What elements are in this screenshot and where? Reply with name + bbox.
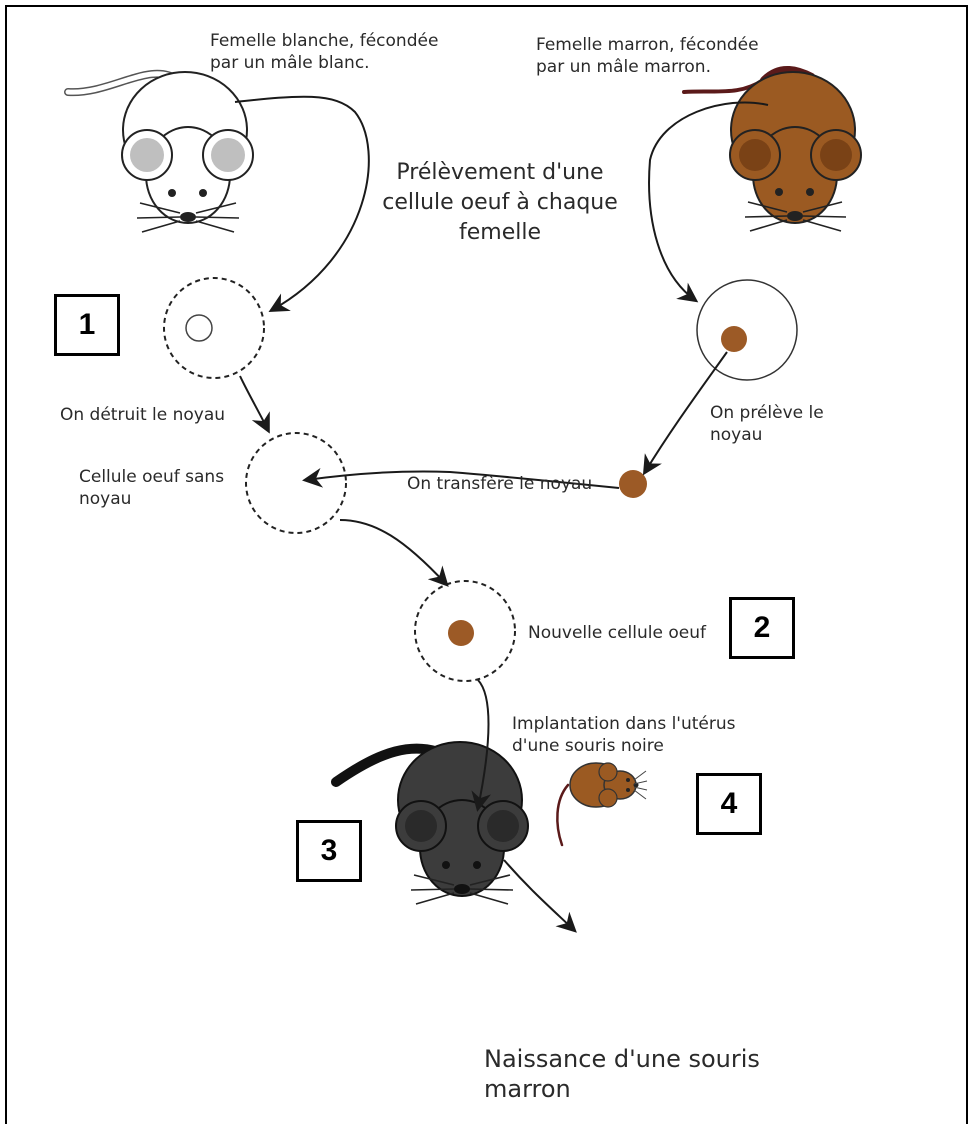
step-number-2: 2 xyxy=(729,597,795,659)
brown-female-mouse xyxy=(684,69,861,231)
label-female-white-line1: Femelle blanche, fécondée xyxy=(210,30,438,52)
white-egg-nucleus xyxy=(186,315,212,341)
brown-egg-cell xyxy=(697,280,797,380)
arrow-destroy-nucleus xyxy=(240,376,268,430)
label-new-cell: Nouvelle cellule oeuf xyxy=(528,622,706,644)
label-sampling-line2: cellule oeuf à chaque xyxy=(350,188,650,218)
label-birth-line1: Naissance d'une souris xyxy=(484,1044,760,1074)
white-egg-cell xyxy=(164,278,264,378)
step-number-1: 1 xyxy=(54,294,120,356)
label-sampling-line1: Prélèvement d'une xyxy=(350,158,650,188)
label-enucleated-cell-line2: noyau xyxy=(79,488,224,510)
baby-brown-mouse xyxy=(557,763,647,845)
label-transfer-nucleus: On transfère le noyau xyxy=(407,473,592,495)
label-female-white: Femelle blanche, fécondée par un mâle bl… xyxy=(210,30,438,74)
label-enucleated-cell-line1: Cellule oeuf sans xyxy=(79,466,224,488)
label-birth: Naissance d'une souris marron xyxy=(484,1044,760,1104)
white-female-mouse xyxy=(68,72,253,232)
label-destroy-nucleus: On détruit le noyau xyxy=(60,404,225,426)
black-surrogate-mouse xyxy=(336,742,528,904)
label-female-brown-line1: Femelle marron, fécondée xyxy=(536,34,759,56)
label-extract-nucleus-line2: noyau xyxy=(710,424,824,446)
label-implantation-line2: d'une souris noire xyxy=(512,735,736,757)
label-female-brown-line2: par un mâle marron. xyxy=(536,56,759,78)
label-female-white-line2: par un mâle blanc. xyxy=(210,52,438,74)
arrow-to-new-cell xyxy=(340,520,446,584)
step-number-3: 3 xyxy=(296,820,362,882)
label-extract-nucleus-line1: On prélève le xyxy=(710,402,824,424)
extracted-nucleus xyxy=(619,470,647,498)
arrow-birth xyxy=(504,860,574,930)
enucleated-egg-cell xyxy=(246,433,346,533)
brown-egg-nucleus xyxy=(721,326,747,352)
label-birth-line2: marron xyxy=(484,1074,760,1104)
new-egg-nucleus xyxy=(448,620,474,646)
label-implantation: Implantation dans l'utérus d'une souris … xyxy=(512,713,736,757)
label-implantation-line1: Implantation dans l'utérus xyxy=(512,713,736,735)
label-female-brown: Femelle marron, fécondée par un mâle mar… xyxy=(536,34,759,78)
arrow-white-to-egg xyxy=(235,97,369,310)
label-sampling-line3: femelle xyxy=(350,218,650,248)
label-enucleated-cell: Cellule oeuf sans noyau xyxy=(79,466,224,510)
label-sampling: Prélèvement d'une cellule oeuf à chaque … xyxy=(350,158,650,248)
label-extract-nucleus: On prélève le noyau xyxy=(710,402,824,446)
step-number-4: 4 xyxy=(696,773,762,835)
